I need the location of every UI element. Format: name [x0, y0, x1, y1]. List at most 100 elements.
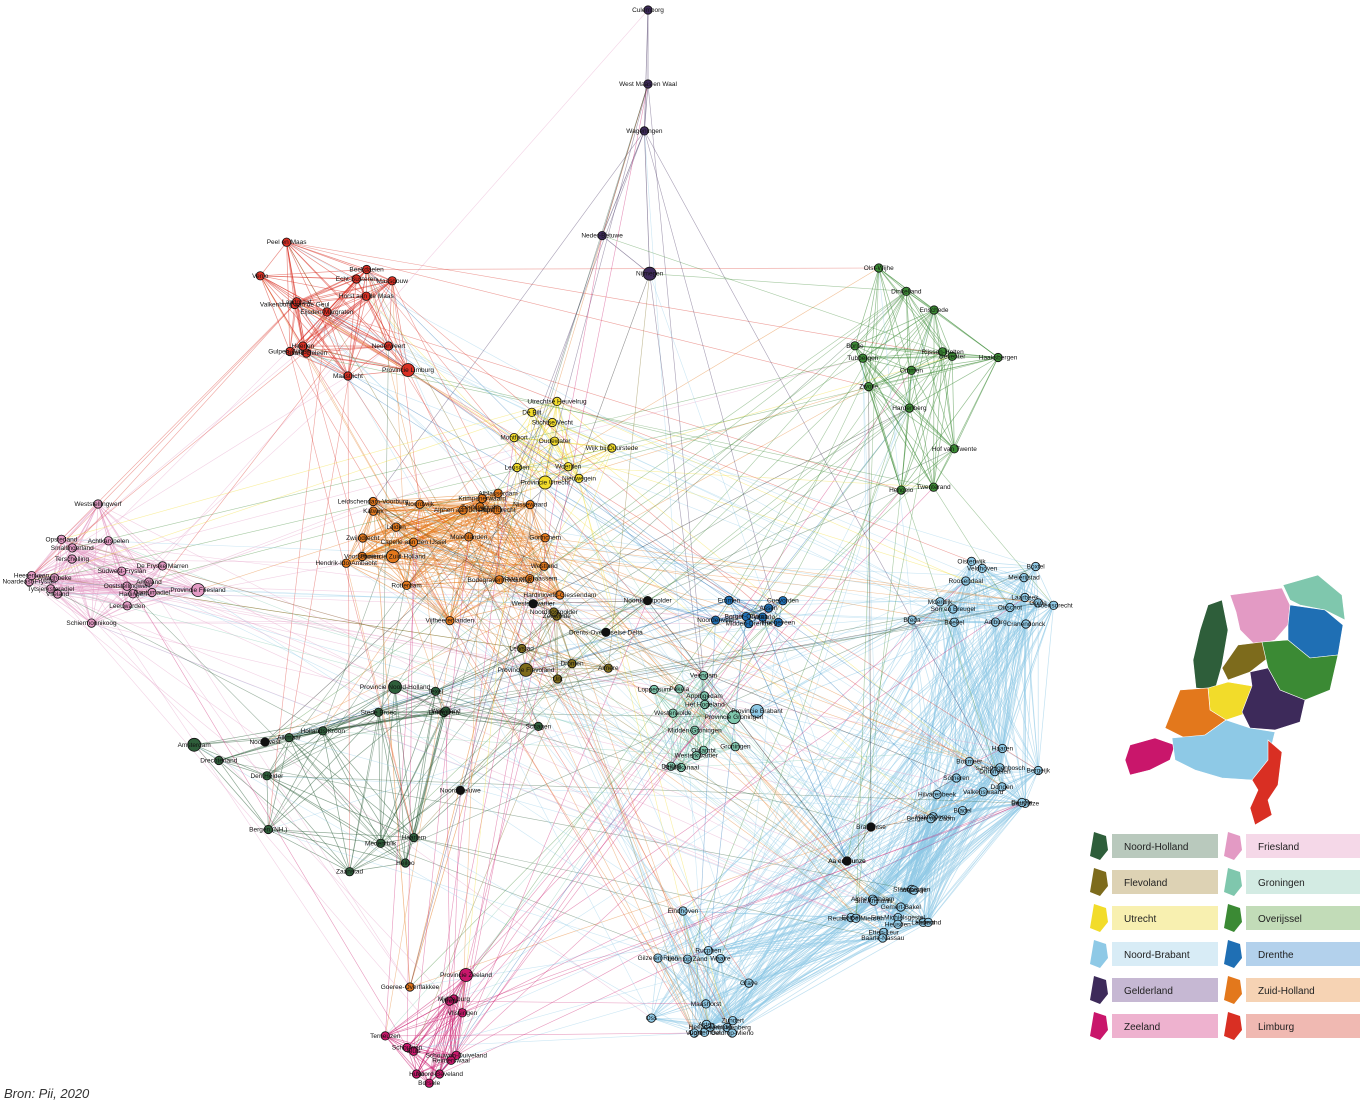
network-edge	[306, 352, 716, 621]
node-label: Bergen (NH.)	[249, 827, 287, 834]
network-edge	[378, 711, 539, 727]
node-label: Assen	[760, 605, 778, 612]
legend-swatch-bg	[1246, 906, 1360, 930]
network-edge	[649, 273, 706, 705]
network-edge	[366, 269, 707, 1025]
node-label: Waalwijk	[901, 887, 927, 894]
node-label: Oldambt	[691, 747, 716, 754]
network-edge	[855, 906, 901, 919]
network-edge	[132, 593, 655, 690]
node-label: Noord-Beveland	[416, 1071, 463, 1078]
node-label: Alblasserdam	[478, 490, 517, 497]
network-edge	[694, 729, 736, 748]
node-label: Noardeast-Fryslân	[2, 579, 56, 586]
network-node	[525, 499, 535, 510]
network-edge	[385, 1032, 695, 1037]
network-edge	[927, 803, 1026, 923]
network-edge	[372, 501, 411, 988]
network-edge	[850, 770, 1039, 918]
network-edge	[218, 760, 268, 777]
network-edge	[413, 504, 531, 543]
network-edge	[670, 695, 705, 767]
network-edge	[391, 280, 407, 586]
network-edge	[909, 407, 934, 488]
network-edge	[499, 579, 733, 1021]
network-edge	[1009, 604, 1054, 608]
network-edge	[909, 356, 953, 409]
network-edge	[435, 407, 910, 692]
network-edge	[306, 352, 409, 371]
node-label: Schagen	[526, 723, 552, 730]
node-label: Grave	[740, 980, 758, 987]
network-edge	[553, 611, 912, 890]
network-edge	[909, 309, 935, 409]
network-edge	[1021, 623, 1027, 803]
network-edge	[529, 504, 545, 567]
network-edge	[372, 130, 645, 502]
network-edge	[388, 280, 393, 347]
network-node	[750, 704, 764, 718]
network-edge	[708, 777, 957, 951]
network-edge	[264, 600, 729, 743]
network-edge	[681, 748, 1003, 768]
network-edge	[682, 910, 709, 951]
network-edge	[365, 296, 409, 371]
node-label: Zwolle	[859, 384, 878, 391]
network-node	[763, 603, 774, 613]
node-label: Landgraaf	[282, 299, 311, 306]
network-edge	[465, 467, 518, 976]
network-edge	[366, 269, 451, 621]
network-edge	[71, 558, 545, 567]
network-edge	[439, 802, 1023, 1075]
network-node	[676, 762, 686, 773]
network-edge	[72, 547, 899, 918]
node-label: Sluis	[407, 1048, 422, 1055]
network-edge	[568, 466, 934, 488]
network-edge	[345, 563, 415, 838]
node-label: Gilze en Rijen	[638, 955, 679, 962]
network-edge	[268, 829, 414, 838]
network-edge	[571, 356, 953, 664]
network-edge	[748, 791, 984, 984]
network-edge	[268, 712, 379, 830]
network-edge	[218, 760, 350, 872]
network-edge	[322, 730, 697, 756]
network-edge	[1009, 566, 1036, 608]
network-edge	[708, 577, 1025, 951]
network-edge	[406, 974, 467, 1048]
node-label: Alphen aan den Rijn	[434, 507, 493, 514]
network-edge	[31, 280, 393, 576]
network-edge	[748, 917, 852, 984]
legend-label: Zeeland	[1124, 1022, 1160, 1033]
network-edge	[148, 581, 199, 591]
network-edge	[543, 537, 546, 567]
network-edge	[419, 503, 481, 508]
network-edge	[260, 275, 367, 297]
node-label: Achtkarspelen	[88, 538, 130, 545]
network-edge	[260, 275, 304, 347]
network-edge	[854, 345, 1003, 787]
network-node	[666, 761, 676, 771]
network-edge	[679, 688, 736, 747]
network-edge	[306, 352, 349, 377]
network-edge	[731, 770, 1039, 1034]
network-edge	[61, 539, 558, 680]
network-edge	[911, 355, 953, 371]
network-edge	[846, 826, 872, 862]
network-edge	[57, 593, 857, 919]
network-edge	[900, 357, 999, 491]
network-edge	[513, 422, 553, 438]
node-label: Bergen op Zoom	[907, 816, 955, 823]
network-node	[46, 584, 56, 594]
node-label: Aa en Hunze	[828, 858, 866, 865]
network-edge	[748, 291, 907, 624]
network-edge	[933, 356, 953, 488]
network-node	[284, 732, 294, 743]
network-edge	[396, 526, 545, 567]
network-node	[492, 505, 502, 515]
network-edge	[395, 526, 709, 951]
network-node	[773, 617, 784, 628]
netherlands-map	[1124, 574, 1346, 826]
